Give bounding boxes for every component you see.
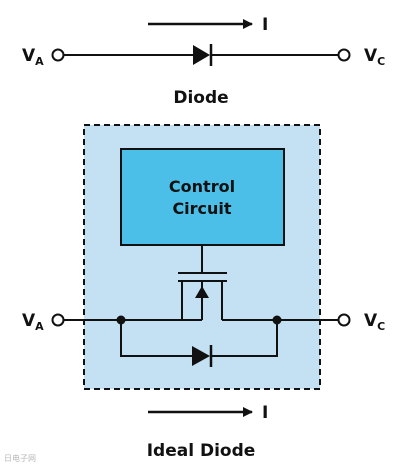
- control-circuit-line1: Control: [169, 177, 235, 196]
- ideal-va-main: V: [22, 311, 36, 331]
- top-current-label: I: [262, 15, 268, 35]
- body-diode-path-right: [212, 320, 278, 357]
- ideal-va-label: VA: [22, 311, 44, 333]
- ideal-vc-main: V: [364, 311, 378, 331]
- top-vc-main: V: [364, 46, 378, 66]
- ideal-caption: Ideal Diode: [147, 441, 256, 461]
- mosfet-body-arrow: [195, 286, 209, 298]
- watermark: 日电子网: [4, 454, 36, 463]
- top-va-sub: A: [35, 55, 44, 68]
- body-diode-symbol: [192, 346, 210, 366]
- ideal-vc-label: VC: [364, 311, 385, 333]
- top-diode-group: I VA VC Diode: [22, 15, 385, 108]
- ideal-va-terminal: [51, 313, 65, 327]
- top-diode-symbol: [193, 45, 210, 65]
- top-va-label: VA: [22, 46, 44, 68]
- body-diode-path-left: [120, 320, 192, 357]
- control-circuit-line2: Circuit: [172, 199, 231, 218]
- top-va-terminal: [51, 48, 65, 62]
- top-va-main: V: [22, 46, 36, 66]
- top-vc-label: VC: [364, 46, 385, 68]
- ideal-vc-terminal: [337, 313, 351, 327]
- top-vc-sub: C: [377, 55, 385, 68]
- control-circuit-box: [120, 148, 285, 246]
- ideal-va-sub: A: [35, 320, 44, 333]
- ideal-current-label: I: [262, 403, 268, 423]
- top-caption: Diode: [173, 88, 228, 108]
- ideal-diode-group: Control Circuit: [22, 124, 385, 461]
- top-vc-terminal: [337, 48, 351, 62]
- ideal-vc-sub: C: [377, 320, 385, 333]
